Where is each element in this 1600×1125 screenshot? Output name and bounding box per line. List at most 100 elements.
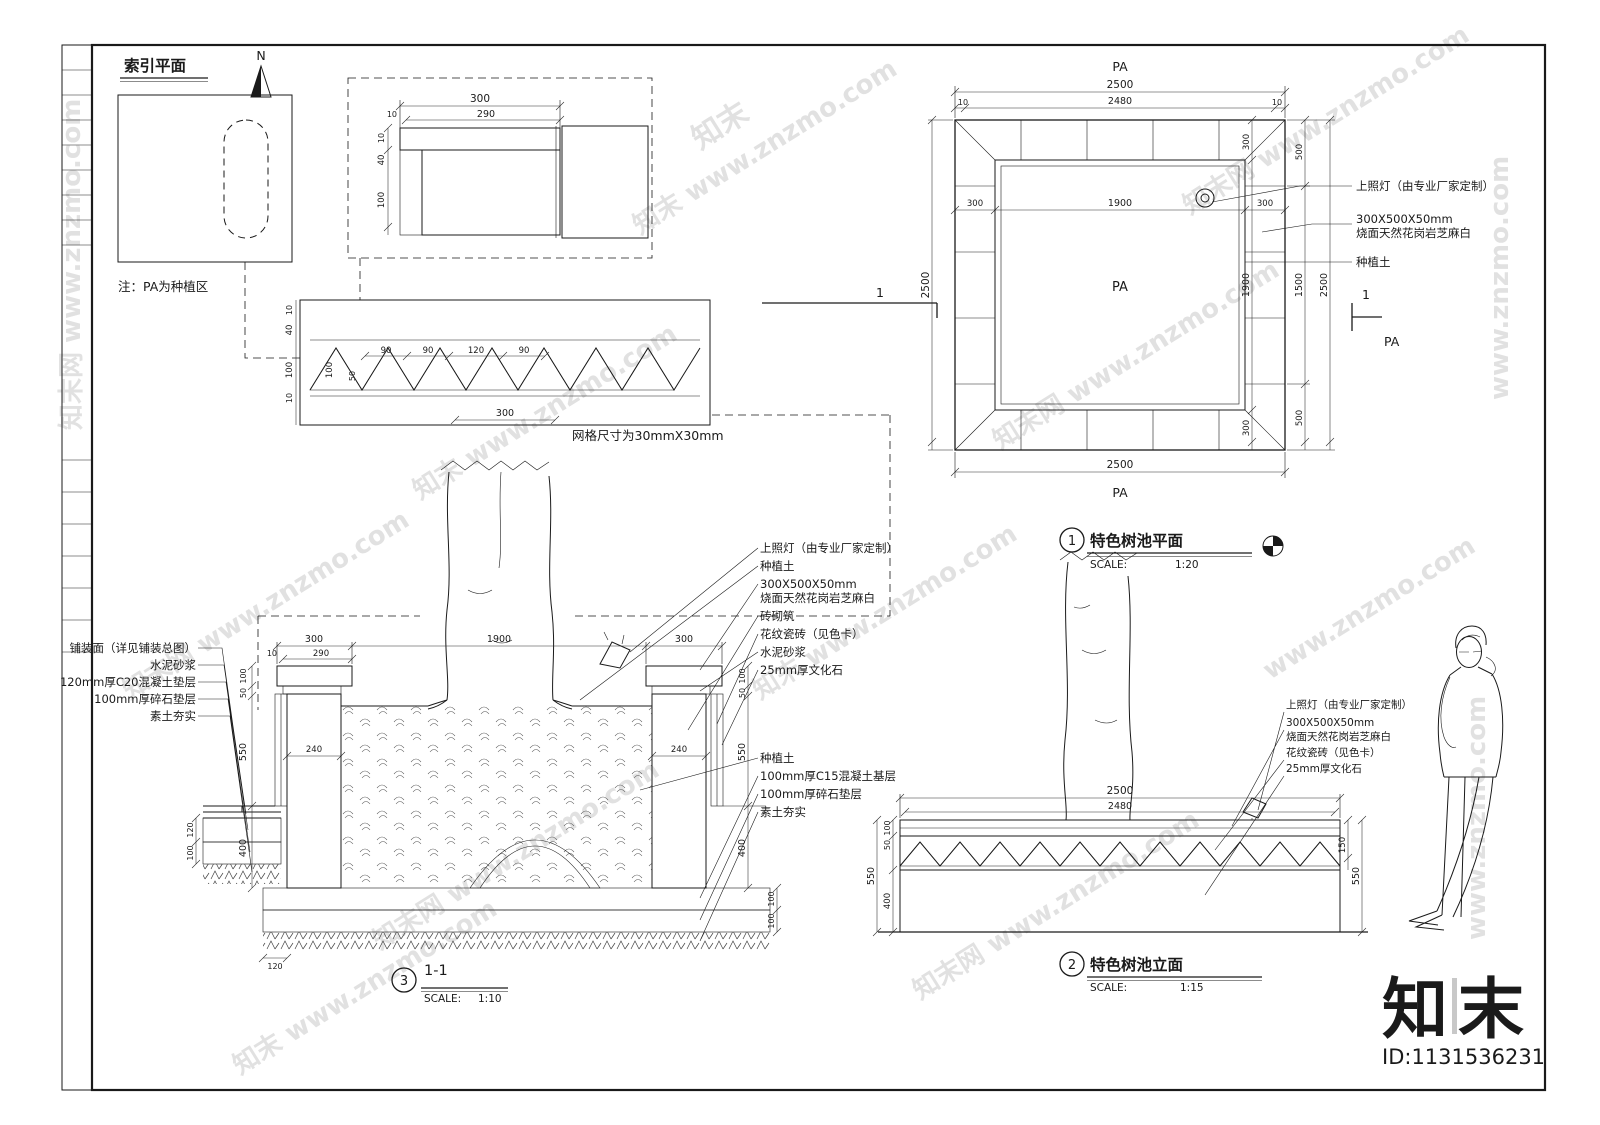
dim-label: 1500 [1294,273,1305,297]
dim-label: 300 [305,634,323,645]
dim-label: 500 [1295,410,1305,426]
dim-label: 400 [238,839,249,857]
watermark-text: www.znzmo.com [1258,531,1481,686]
dim-label: 150 [1338,837,1348,853]
callout-label: 上照灯（由专业厂家定制） [1286,698,1412,711]
callout-label: 300X500X50mm [1356,212,1453,226]
granite-coping-section [276,665,353,687]
dim-label: 550 [238,743,249,761]
dim-label: 2480 [1108,96,1132,107]
section-left-callouts: 铺装面（详见铺装总图） 水泥砂浆 120mm厚C20混凝土垫层 100mm厚碎石… [60,641,253,873]
watermark-text: 知末 www.znzmo.com [408,319,683,506]
dim-label: 1900 [1108,198,1132,209]
section-cut-number: 1 [1362,287,1370,302]
grid-size-note: 网格尺寸为30mmX30mm [572,428,724,443]
tree-pool-elevation: 2500 2480 100 50 400 550 150 550 上照灯（由专业… [866,551,1504,994]
callout-label: 300X500X50mm [1286,717,1374,729]
dim-label: 100 [767,913,776,928]
drawing-number: 3 [400,974,408,989]
rootball-arch [469,839,601,889]
dim-label: 100 [186,845,195,860]
dim-label: 300 [496,408,514,419]
callout-label: 素土夯实 [760,805,806,819]
dim-label: 300 [1242,134,1252,150]
plan-title: 1 特色树池平面 SCALE: 1:20 [1059,527,1284,571]
callout-label: 烧面天然花岗岩芝麻白 [1286,730,1391,743]
scale-value: 1:10 [478,993,502,1005]
north-arrow-icon [250,64,272,98]
dim-label: 2500 [1319,273,1330,297]
tree-pool-section: 240 120 100 240 100 100 [60,460,898,1005]
callout-label: 上照灯（由专业厂家定制） [760,541,898,555]
dim-label: 50 [239,688,248,698]
dim-label: 100 [239,668,248,683]
dim-label: 90 [423,346,434,356]
elevation-title: 2 特色树池立面 SCALE: 1:15 [1059,951,1262,994]
dim-label: 50 [348,371,357,381]
plan-outer-square [954,119,1286,451]
planter-elevation [878,797,1368,933]
callout-label: 花纹瓷砖（见色卡） [1286,746,1381,759]
planting-area-label: PA [1112,485,1128,500]
drawing-number: 2 [1068,958,1076,973]
drawing-title: 1-1 [424,963,448,979]
site-logo: 知末 [1382,971,1534,1048]
callout-label: 100mm厚C15混凝土基层 [760,769,896,783]
uplight-fixture [1242,797,1267,820]
scale-label: SCALE: [1090,982,1127,994]
uplight-symbol [1195,188,1215,208]
dim-label: 300 [1257,199,1273,209]
section-cut-mark-right: 1 PA [1351,287,1400,349]
callout-label: 铺装面（详见铺装总图） [70,641,197,655]
index-plan-box [117,94,293,263]
section-cut-mark-left: 1 [762,285,938,318]
index-plan: 索引平面 N 注：PA为种植区 [117,48,293,294]
reference-connectors [244,258,891,710]
dim-label: 100 [738,668,747,683]
dim-label: 2480 [1108,801,1132,812]
dim-label: 290 [477,109,495,120]
callout-label: 100mm厚碎石垫层 [94,692,196,706]
callout-label: 砖砌筑 [760,609,795,623]
dim-label: 100 [285,362,295,378]
callout-label: 素土夯实 [150,709,196,723]
dim-label: 100 [883,820,892,835]
uplight-fixture [599,631,631,669]
granite-coping-section [645,665,723,687]
brick-wall-right [651,693,707,889]
mortar-bed [282,685,342,695]
foundation-layers [262,887,771,950]
dim-label: 400 [883,893,893,909]
scale-value: 1:20 [1175,559,1199,571]
dim-label: 300 [967,199,983,209]
watermark-text: 知末 www.znzmo.com [628,54,903,241]
tree-trunk-section [427,460,573,710]
pavement-layers [202,805,282,884]
asset-id: ID:1131536231 [1382,1045,1545,1069]
callout-label: 100mm厚碎石垫层 [760,787,862,801]
dim-label: 550 [737,743,748,761]
callout-label: 25mm厚文化石 [1286,762,1362,775]
hatched-corner-area [421,149,561,236]
dim-label: 10 [1272,98,1282,107]
dim-label: 100 [377,192,387,208]
section-cut-number: 1 [876,285,884,300]
dim-label: 10 [285,393,294,403]
granite-side-band [399,149,423,236]
dim-label: 550 [1351,867,1362,885]
dim-label: 400 [737,839,748,857]
dim-label: 40 [377,155,387,166]
watermark-text: 知末 www.znzmo.com [228,894,503,1081]
scale-value: 1:15 [1180,982,1204,994]
dim-label: 240 [671,745,687,755]
callout-label: 300X500X50mm [760,577,857,591]
north-label: N [256,48,265,63]
planting-soil-area [341,706,652,888]
dim-label: 40 [285,325,295,336]
scale-label: SCALE: [424,993,461,1005]
dim-label: 2500 [920,272,932,299]
dim-label: 10 [285,305,294,315]
dim-label: 100 [325,362,335,378]
